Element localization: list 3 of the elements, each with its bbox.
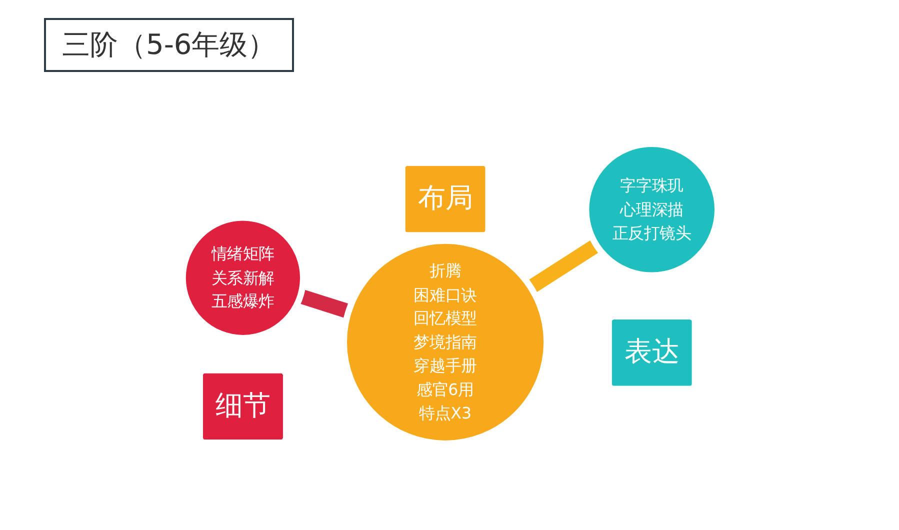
connector [528, 240, 599, 292]
title: 三阶（5-6年级） [44, 18, 294, 72]
connector [300, 290, 349, 318]
